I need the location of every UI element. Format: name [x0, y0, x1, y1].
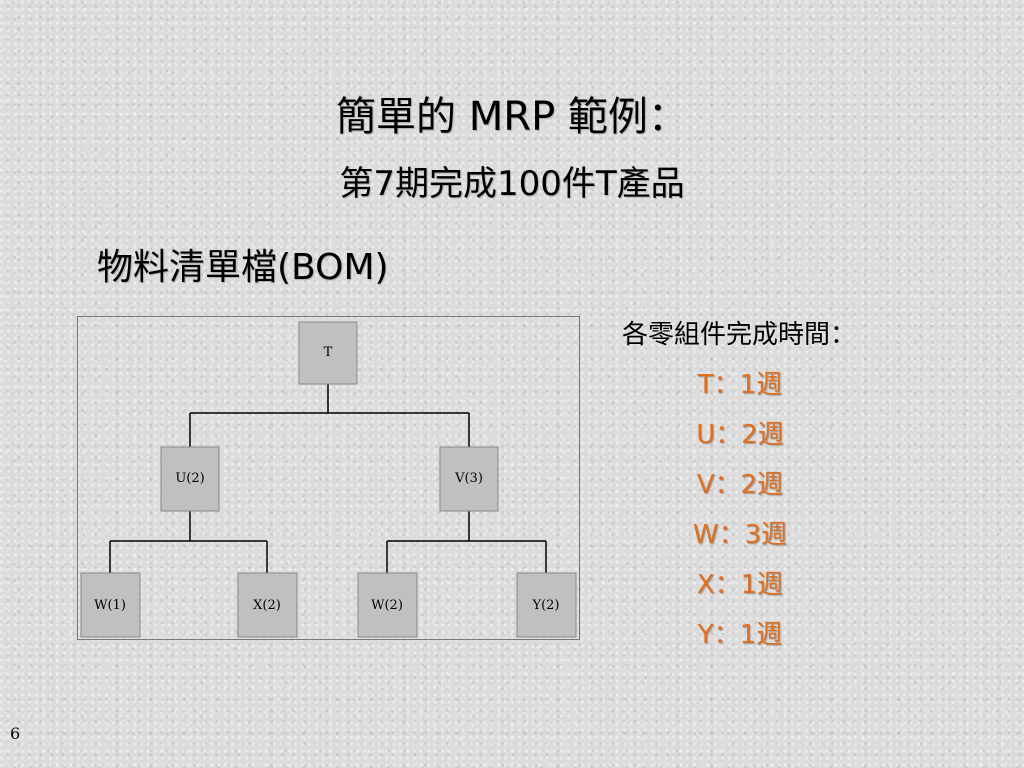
slide-subtitle: 第7期完成100件T產品: [339, 164, 685, 204]
bom-diagram-frame: [77, 316, 580, 640]
bom-tree-diagram: T U(2) V(3) W(1) X(2) W(2) Y(2): [80, 321, 577, 638]
bom-node-label: V(3): [454, 471, 483, 486]
lead-time-item: W：3週: [692, 520, 788, 550]
bom-node-w-2: W(2): [357, 572, 418, 638]
slide-title: 簡單的 MRP 範例：: [336, 94, 688, 140]
bom-node-label: T: [324, 345, 333, 360]
bom-section-label: 物料清單檔(BOM): [97, 247, 389, 288]
lead-time-item: V：2週: [696, 470, 784, 500]
lead-time-item: U：2週: [696, 420, 784, 450]
bom-node-u: U(2): [160, 446, 220, 512]
bom-node-label: W(2): [371, 598, 403, 613]
bom-node-label: Y(2): [532, 598, 560, 613]
bom-node-label: X(2): [253, 598, 281, 613]
bom-node-label: U(2): [175, 471, 204, 486]
bom-node-x-2: X(2): [237, 572, 298, 638]
lead-time-item: Y：1週: [697, 620, 783, 650]
bom-node-t: T: [298, 321, 358, 385]
lead-time-item: T：1週: [697, 370, 783, 400]
lead-times-list: T：1週 U：2週 V：2週 W：3週 X：1週 Y：1週: [660, 360, 820, 660]
bom-node-w-1: W(1): [80, 572, 141, 638]
bom-node-y-2: Y(2): [516, 572, 577, 638]
bom-node-v: V(3): [439, 446, 499, 512]
lead-time-item: X：1週: [696, 570, 784, 600]
lead-times-heading: 各零組件完成時間：: [622, 320, 857, 350]
bom-node-label: W(1): [94, 598, 126, 613]
bom-connectors: [109, 384, 547, 573]
page-number: 6: [10, 724, 21, 743]
